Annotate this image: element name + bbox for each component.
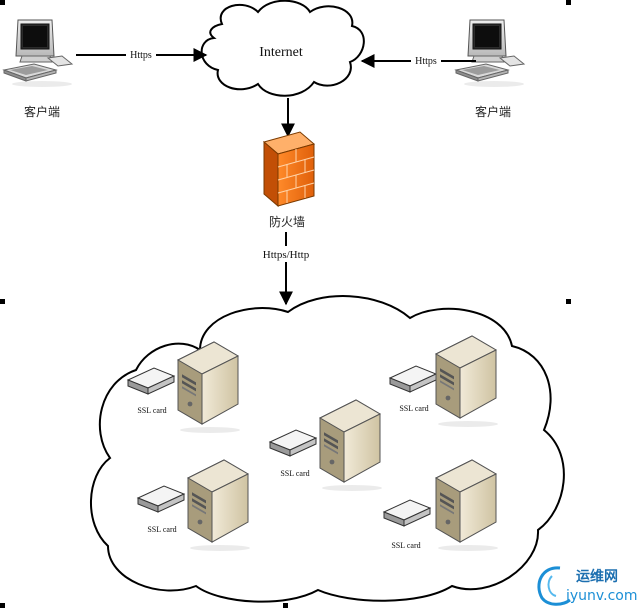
ssl-card-label: SSL card: [280, 469, 309, 478]
connection-right: Https: [360, 54, 476, 68]
ssl-card-label: SSL card: [147, 525, 176, 534]
firewall-icon: [262, 131, 316, 208]
firewall-label: 防火墙: [269, 214, 305, 229]
server-group-1: SSL card: [127, 341, 241, 434]
computer-icon: [455, 19, 525, 88]
ssl-card-label: SSL card: [399, 404, 428, 413]
watermark-brand: 运维网: [576, 568, 618, 585]
edge-label-firewall-servers: Https/Http: [263, 249, 310, 261]
firewall: 防火墙: [262, 131, 316, 229]
edge-label-left: Https: [130, 50, 152, 61]
connection-firewall-servers: Https/Http: [252, 232, 320, 306]
watermark: 运维网 iyunv.com: [537, 566, 637, 606]
computer-icon: [3, 19, 73, 88]
server-group-3: SSL card: [389, 335, 499, 428]
edge-label-right: Https: [415, 56, 437, 67]
client-left: 客户端: [3, 19, 73, 119]
client-left-label: 客户端: [24, 104, 60, 119]
server-group-5: SSL card: [383, 459, 499, 552]
client-right: 客户端: [455, 19, 525, 119]
connection-left: Https: [76, 48, 208, 62]
client-right-label: 客户端: [475, 104, 511, 119]
logo-icon: [537, 566, 571, 606]
ssl-card-label: SSL card: [391, 541, 420, 550]
internet-label: Internet: [259, 45, 303, 60]
server-group-2: SSL card: [269, 399, 383, 492]
server-group-4: SSL card: [137, 459, 251, 552]
watermark-url: iyunv.com: [566, 588, 637, 604]
ssl-card-label: SSL card: [137, 406, 166, 415]
internet-cloud: Internet: [200, 0, 365, 97]
